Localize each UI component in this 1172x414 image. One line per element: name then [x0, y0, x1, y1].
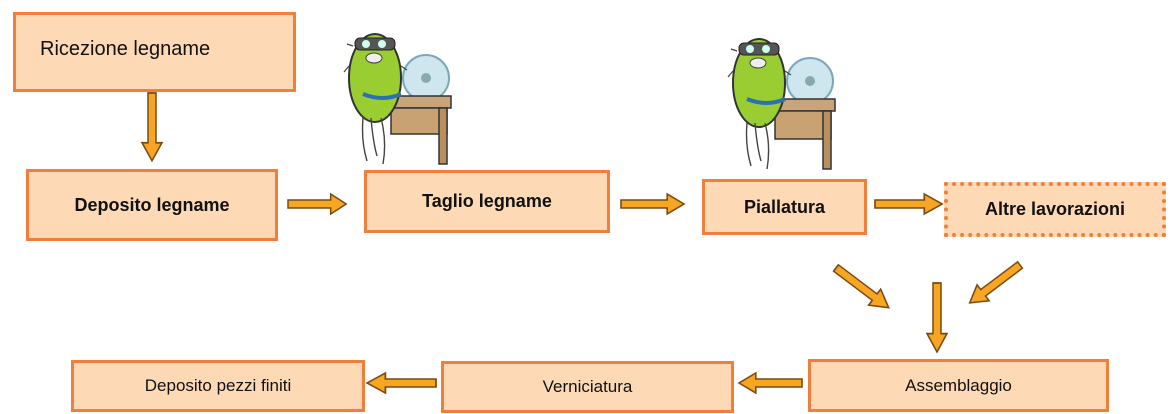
node-taglio-legname: Taglio legname [364, 170, 610, 233]
node-assemblaggio: Assemblaggio [808, 359, 1109, 412]
arrow-taglio-to-piallatura [620, 193, 685, 215]
arrow-ricezione-to-deposito [141, 92, 163, 162]
node-label: Deposito legname [74, 194, 230, 215]
node-label: Taglio legname [422, 191, 552, 211]
node-altre-lavorazioni: Altre lavorazioni [944, 182, 1166, 237]
arrow-to-assemblaggio-down [926, 282, 948, 353]
node-label: Verniciatura [542, 377, 633, 396]
arrow-piallatura-to-assemblaggio [829, 259, 896, 317]
worker-at-planer-illustration [727, 15, 837, 175]
node-label: Altre lavorazioni [984, 199, 1126, 219]
arrow-altre-to-assemblaggio [962, 256, 1027, 312]
node-label: Piallatura [743, 196, 826, 217]
node-deposito-legname: Deposito legname [26, 169, 278, 241]
worker-at-saw-illustration [343, 6, 453, 166]
node-ricezione-legname: Ricezione legname [13, 12, 296, 92]
arrow-deposito-to-taglio [287, 193, 347, 215]
node-piallatura: Piallatura [702, 179, 867, 235]
node-deposito-pezzi-finiti: Deposito pezzi finiti [71, 360, 365, 412]
node-verniciatura: Verniciatura [441, 361, 734, 413]
arrow-verniciatura-to-deposito-finiti [366, 372, 437, 394]
node-label: Assemblaggio [905, 375, 1012, 395]
arrow-assemblaggio-to-verniciatura [738, 372, 803, 394]
arrow-piallatura-to-altre [874, 193, 944, 215]
node-label: Ricezione legname [40, 38, 211, 60]
node-label: Deposito pezzi finiti [144, 376, 292, 395]
